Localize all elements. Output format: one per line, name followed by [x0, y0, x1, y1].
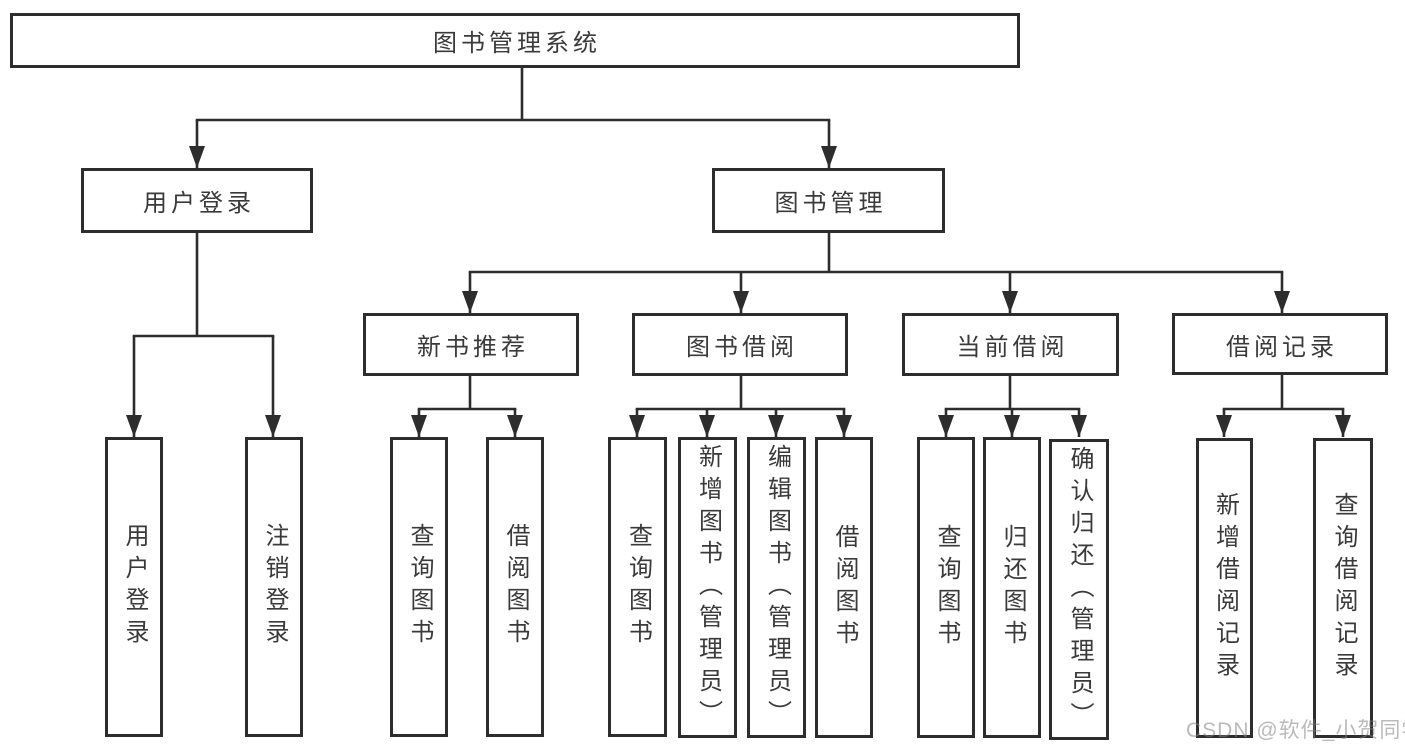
node-new-book-recommend: 新书推荐: [363, 313, 579, 376]
leaf-add-book-admin: 新增图书（管理员）: [678, 437, 737, 738]
node-user-login: 用户登录: [81, 168, 313, 233]
leaf-query-borrow-record-label: 查询借阅记录: [1330, 492, 1357, 684]
leaf-user-login-label: 用户登录: [121, 523, 148, 651]
leaf-user-login: 用户登录: [105, 437, 163, 737]
leaf-borrow-books-recommend: 借阅图书: [486, 437, 544, 737]
csdn-watermark: CSDN @软件_小贺同学: [1186, 719, 1405, 742]
leaf-add-borrow-record-label: 新增借阅记录: [1211, 492, 1239, 684]
leaf-return-book: 归还图书: [983, 437, 1041, 738]
leaf-query-books-recommend-label: 查询图书: [406, 523, 433, 651]
leaf-add-borrow-record: 新增借阅记录: [1196, 438, 1253, 738]
leaf-query-books-current-label: 查询图书: [933, 523, 960, 652]
node-book-borrowing-label: 图书借阅: [686, 334, 798, 361]
node-root: 图书管理系统: [10, 13, 1020, 68]
leaf-confirm-return-admin-label: 确认归还（管理员）: [1066, 445, 1093, 734]
leaf-query-borrow-record: 查询借阅记录: [1313, 438, 1373, 738]
node-root-label: 图书管理系统: [433, 30, 601, 57]
leaf-return-book-label: 归还图书: [999, 523, 1026, 652]
node-book-borrowing: 图书借阅: [632, 313, 848, 376]
node-book-management: 图书管理: [712, 168, 945, 233]
node-borrowing-records-label: 借阅记录: [1226, 333, 1338, 361]
leaf-borrow-books-recommend-label: 借阅图书: [502, 523, 529, 651]
leaf-query-books-borrowing-label: 查询图书: [624, 523, 652, 651]
leaf-confirm-return-admin: 确认归还（管理员）: [1049, 439, 1109, 740]
node-new-book-recommend-label: 新书推荐: [417, 334, 529, 361]
leaf-query-books-recommend: 查询图书: [390, 437, 448, 737]
leaf-borrow-books-borrowing-label: 借阅图书: [831, 523, 858, 652]
leaf-edit-book-admin-label: 编辑图书（管理员）: [763, 443, 791, 732]
leaf-edit-book-admin: 编辑图书（管理员）: [747, 437, 806, 738]
node-book-management-label: 图书管理: [774, 190, 887, 217]
leaf-query-books-borrowing: 查询图书: [608, 437, 667, 737]
leaf-query-books-current: 查询图书: [917, 437, 975, 738]
node-current-borrowing-label: 当前借阅: [956, 334, 1069, 361]
node-user-login-label: 用户登录: [143, 190, 255, 217]
connector-trunk-lines: [132, 66, 1345, 411]
leaf-logout: 注销登录: [245, 437, 303, 737]
leaf-logout-label: 注销登录: [261, 523, 288, 651]
leaf-add-book-admin-label: 新增图书（管理员）: [694, 443, 722, 732]
node-current-borrowing: 当前借阅: [902, 313, 1119, 376]
node-borrowing-records: 借阅记录: [1172, 313, 1388, 375]
leaf-borrow-books-borrowing: 借阅图书: [815, 437, 873, 738]
